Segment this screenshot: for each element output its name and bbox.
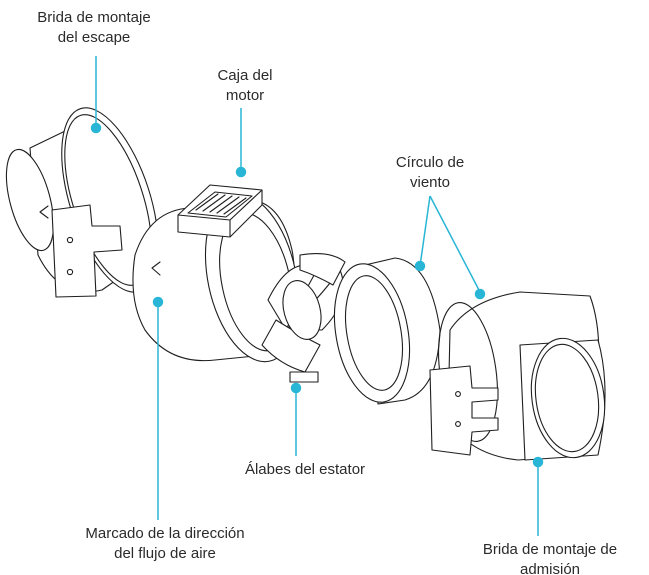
label-exhaust-flange: Brida de montaje del escape xyxy=(0,8,188,48)
chevron-left-icon xyxy=(151,261,161,276)
label-line: Brida de montaje de xyxy=(482,541,618,558)
label-stator-vanes: Álabes del estator xyxy=(190,460,420,480)
chevron-left-icon xyxy=(39,205,49,219)
intake-flange xyxy=(429,291,606,461)
label-line: del escape xyxy=(57,29,131,46)
motor-housing xyxy=(132,184,300,363)
label-line: admisión xyxy=(519,561,581,575)
label-line: Círculo de xyxy=(395,154,465,171)
leader-dot xyxy=(90,122,102,134)
wind-ring xyxy=(333,257,441,405)
label-line: motor xyxy=(225,87,265,104)
label-line: del flujo de aire xyxy=(114,545,216,562)
label-motor-box: Caja del motor xyxy=(210,66,280,106)
leader-wind-b xyxy=(429,195,481,293)
stator-vanes xyxy=(261,253,346,383)
leader-dot xyxy=(290,382,302,394)
leader-dot xyxy=(474,288,486,300)
label-intake-flange: Brida de montaje de admisión xyxy=(450,540,649,575)
label-line: Caja del xyxy=(217,67,273,84)
label-line: Brida de montaje xyxy=(37,9,151,26)
leader-dot xyxy=(152,296,164,308)
label-airflow-mark: Marcado de la dirección del flujo de air… xyxy=(40,524,290,564)
leader-dot xyxy=(414,260,426,272)
label-line: Marcado de la dirección xyxy=(85,525,245,542)
exhaust-flange xyxy=(5,107,159,298)
label-line: viento xyxy=(409,174,451,191)
leader-dot xyxy=(532,456,544,468)
leader-wind-a xyxy=(419,195,431,267)
label-wind-ring: Círculo de viento xyxy=(376,153,484,193)
leader-dot xyxy=(235,166,247,178)
label-line: Álabes del estator xyxy=(244,461,366,478)
